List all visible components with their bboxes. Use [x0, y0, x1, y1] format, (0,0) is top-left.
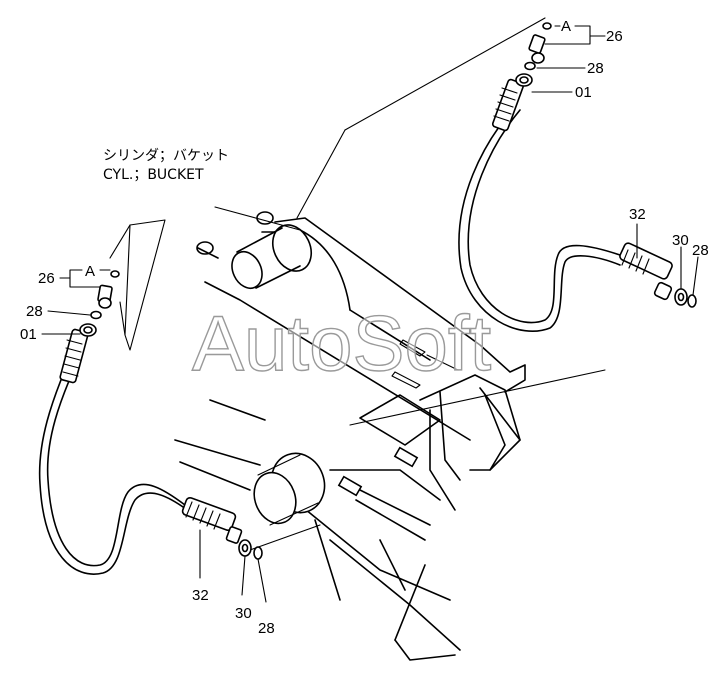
- label-left-30: 30: [235, 605, 252, 622]
- label-left-28: 28: [26, 303, 43, 320]
- upper-pin-boss: [196, 211, 313, 290]
- label-right-A: A: [561, 18, 571, 35]
- left-small-parts: [90, 270, 263, 560]
- label-left-A: A: [85, 263, 95, 280]
- label-right-32: 32: [629, 206, 646, 223]
- left-hose: [38, 323, 243, 575]
- label-left-26: 26: [38, 270, 55, 287]
- label-left-32: 32: [192, 587, 209, 604]
- label-right-26: 26: [606, 28, 623, 45]
- right-small-parts: [524, 22, 697, 308]
- leader-lines: [109, 17, 606, 551]
- label-left-01: 01: [20, 326, 37, 343]
- label-right-28b: 28: [692, 242, 709, 259]
- right-hose: [458, 73, 673, 332]
- title-english: CYL.；BUCKET: [103, 167, 204, 183]
- lower-cylinder-boss: [253, 452, 326, 526]
- title-japanese: シリンダ；バケット: [103, 148, 229, 164]
- label-right-28: 28: [587, 60, 604, 77]
- watermark: AutoSoft: [192, 299, 492, 387]
- label-left-28b: 28: [258, 620, 275, 637]
- middle-fitting: [337, 446, 431, 541]
- boom-arm: [174, 217, 526, 661]
- label-right-01: 01: [575, 84, 592, 101]
- label-right-30: 30: [672, 232, 689, 249]
- callout-lines: [41, 25, 699, 603]
